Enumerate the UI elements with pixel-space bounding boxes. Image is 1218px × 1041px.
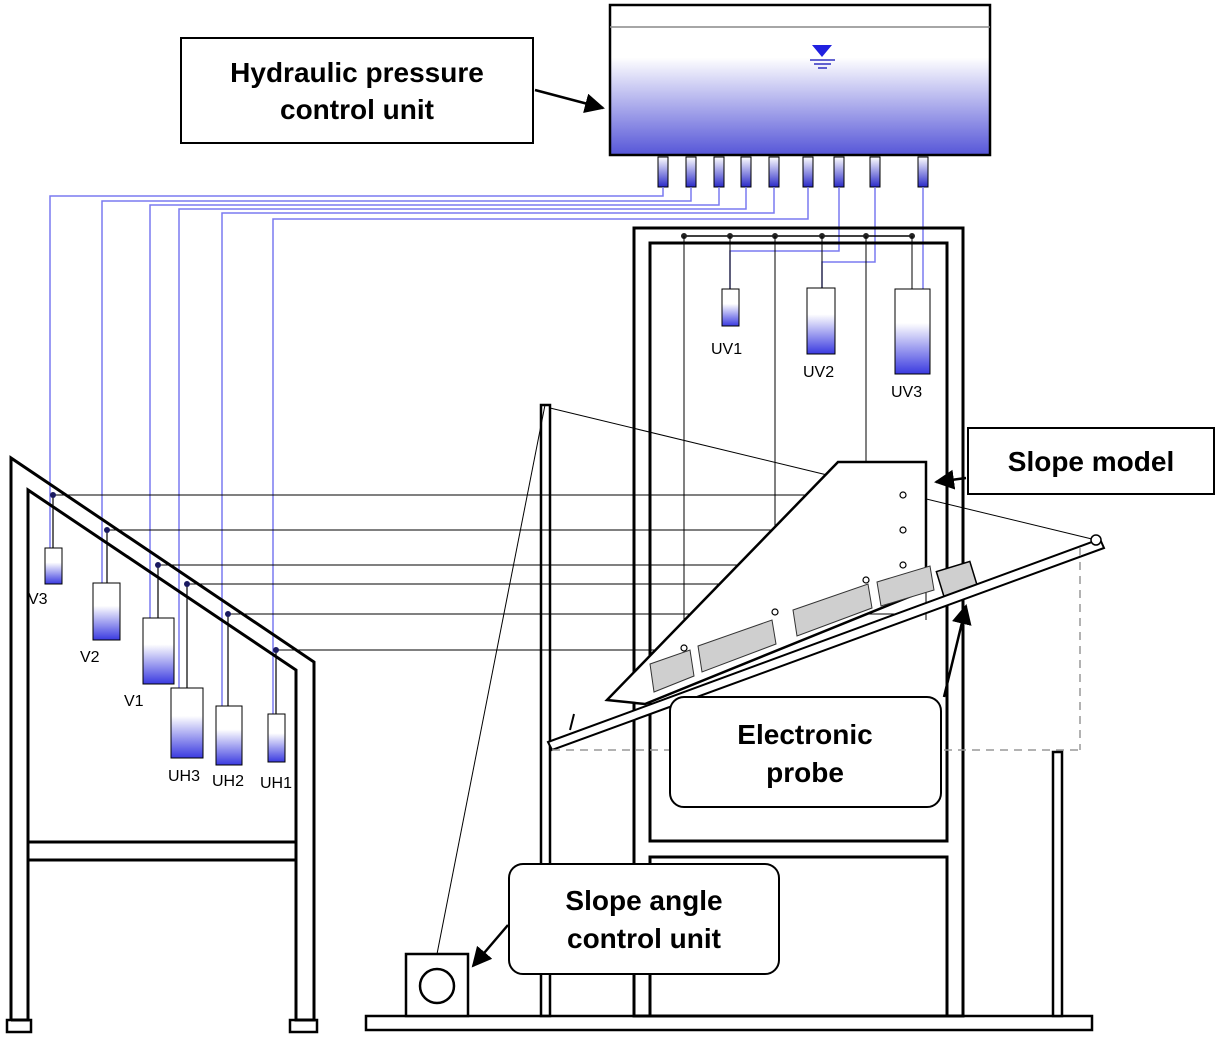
slope-angle-line1: Slope angle	[565, 885, 722, 916]
left-frame	[5, 455, 319, 1034]
container-uh2	[215, 705, 243, 766]
tank-nozzles	[657, 156, 929, 188]
hydraulic-tank	[608, 3, 992, 188]
slope-model-arrow	[934, 469, 967, 490]
slope-angle-line2: control unit	[567, 923, 721, 954]
left-containers	[44, 492, 286, 766]
pulley-post	[539, 403, 552, 1018]
hydraulic-arrow	[534, 88, 605, 114]
label-uh1: UH1	[260, 775, 292, 792]
container-uh1	[267, 713, 286, 763]
container-v3	[44, 547, 63, 585]
uv-container-labels: UV1 UV2 UV3	[711, 341, 922, 401]
slope-angle-callout: Slope angle control unit	[508, 863, 780, 975]
cable-post-to-slope	[549, 407, 1097, 541]
water-level-icon	[810, 45, 835, 69]
motor-unit	[404, 952, 470, 1018]
base-plate	[364, 1014, 1094, 1032]
container-uv2	[806, 287, 836, 355]
label-v3: V3	[28, 591, 48, 608]
slope-model-callout: Slope model	[967, 427, 1215, 495]
container-v1	[142, 617, 175, 685]
left-container-labels: V3 V2 V1 UH3 UH2 UH1	[28, 591, 292, 792]
top-rail	[681, 233, 915, 239]
electronic-probe-callout: Electronic probe	[669, 696, 942, 808]
slope-model	[604, 460, 928, 706]
label-uv1: UV1	[711, 341, 742, 358]
label-uv3: UV3	[891, 384, 922, 401]
electronic-probe-line1: Electronic	[737, 719, 872, 750]
electronic-probe-line2: probe	[766, 757, 844, 788]
right-post	[1051, 750, 1064, 1018]
container-uh3	[170, 687, 204, 759]
container-uv3	[894, 288, 931, 375]
probe-plates	[649, 565, 935, 693]
dashed-platform-outline	[552, 548, 1081, 751]
label-v1: V1	[124, 693, 144, 710]
hydraulic-label-line2: control unit	[280, 94, 434, 125]
hydraulic-unit-callout: Hydraulic pressure control unit	[180, 37, 534, 144]
hydraulic-label-line1: Hydraulic pressure	[230, 57, 484, 88]
cable-motor-to-post	[436, 404, 546, 955]
container-uv1	[721, 288, 740, 327]
label-v2: V2	[80, 649, 100, 666]
label-uh3: UH3	[168, 768, 200, 785]
slope-model-label: Slope model	[1008, 446, 1174, 477]
uv-containers	[721, 236, 931, 375]
label-uv2: UV2	[803, 364, 834, 381]
slope-angle-arrow	[471, 924, 509, 968]
electronic-probe-arrow	[942, 604, 972, 698]
container-v2	[92, 582, 121, 641]
label-uh2: UH2	[212, 773, 244, 790]
pressure-pipes	[49, 187, 924, 714]
